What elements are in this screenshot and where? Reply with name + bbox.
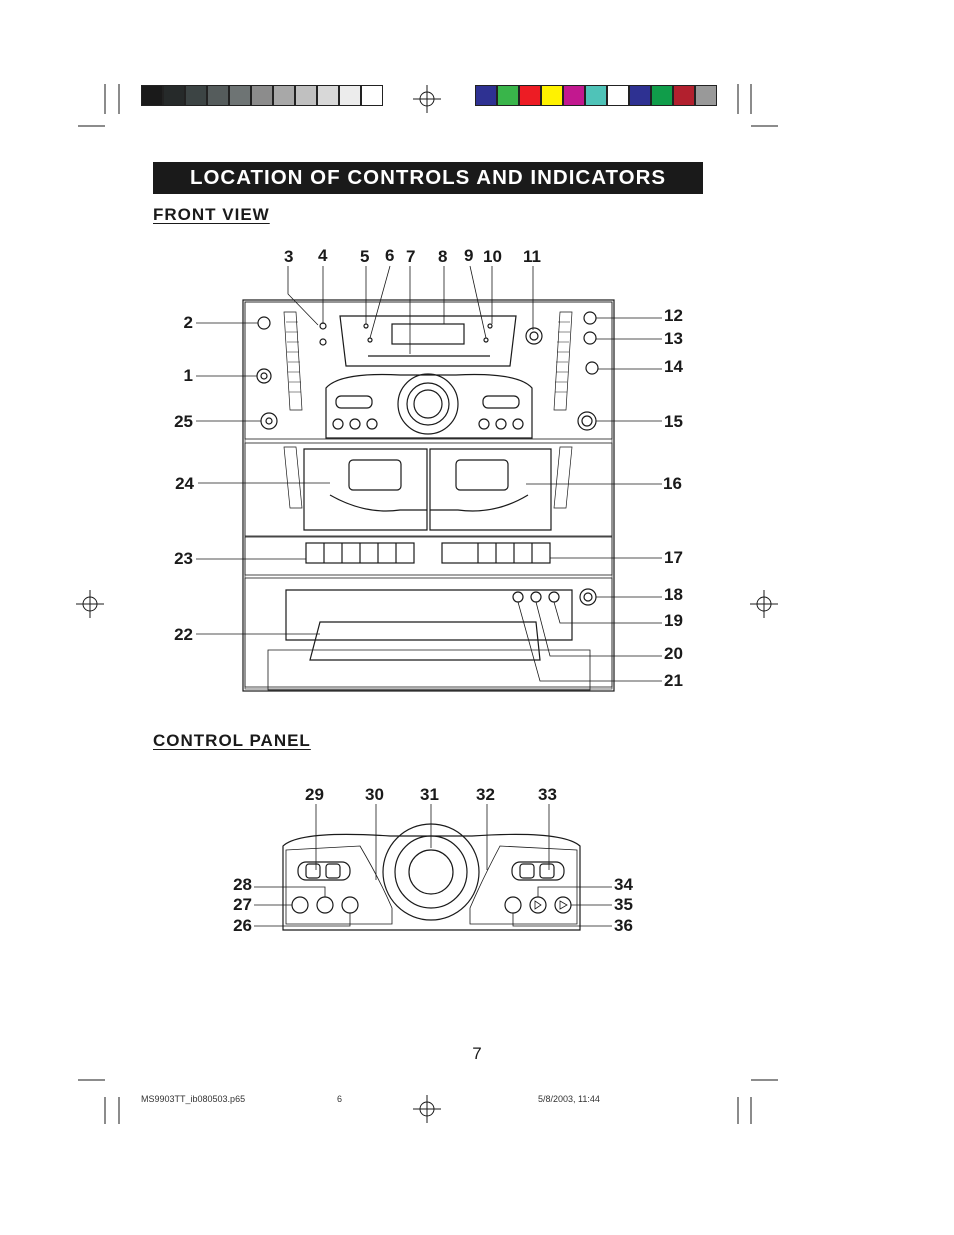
callout-25: 25 <box>174 412 193 431</box>
callout-19: 19 <box>664 611 683 630</box>
color-swatch <box>541 85 563 106</box>
callout-8: 8 <box>438 247 448 266</box>
callout-3: 3 <box>284 247 294 266</box>
color-swatch <box>163 85 185 106</box>
color-swatch <box>273 85 295 106</box>
color-swatch <box>361 85 383 106</box>
callout-27: 27 <box>233 895 252 914</box>
callout-13: 13 <box>664 329 683 348</box>
callout-21: 21 <box>664 671 683 690</box>
callout-18: 18 <box>664 585 683 604</box>
callout-23: 23 <box>174 549 193 568</box>
color-swatch <box>339 85 361 106</box>
color-swatch <box>229 85 251 106</box>
callout-22: 22 <box>174 625 193 644</box>
callout-24: 24 <box>175 474 194 493</box>
color-swatch <box>141 85 163 106</box>
control-panel-heading: CONTROL PANEL <box>153 731 311 750</box>
callout-6: 6 <box>385 246 395 265</box>
callout-14: 14 <box>664 357 683 376</box>
callout-35: 35 <box>614 895 633 914</box>
callout-9: 9 <box>464 246 474 265</box>
callout-12: 12 <box>664 306 683 325</box>
footer-page: 6 <box>337 1094 343 1104</box>
callout-30: 30 <box>365 785 384 804</box>
footer-date: 5/8/2003, 11:44 <box>538 1094 600 1104</box>
color-swatch <box>295 85 317 106</box>
control-panel-leader-lines <box>254 804 612 927</box>
color-swatch <box>251 85 273 106</box>
callout-4: 4 <box>318 246 328 265</box>
color-swatch <box>651 85 673 106</box>
color-swatch <box>317 85 339 106</box>
front-view-leader-lines <box>196 265 662 682</box>
callout-16: 16 <box>663 474 682 493</box>
callout-29: 29 <box>305 785 324 804</box>
control-panel-illustration <box>282 823 581 931</box>
color-swatch <box>673 85 695 106</box>
registration-target-icon <box>76 85 778 1123</box>
callout-20: 20 <box>664 644 683 663</box>
page-number: 7 <box>472 1044 482 1063</box>
callout-26: 26 <box>233 916 252 935</box>
front-view-heading: FRONT VIEW <box>153 205 270 224</box>
footer-filename: MS9903TT_ib080503.p65 <box>141 1094 246 1104</box>
callout-33: 33 <box>538 785 557 804</box>
callout-11: 11 <box>523 247 541 266</box>
page-title: LOCATION OF CONTROLS AND INDICATORS <box>189 166 667 189</box>
callout-28: 28 <box>233 875 252 894</box>
callout-31: 31 <box>420 785 439 804</box>
callout-34: 34 <box>614 875 633 894</box>
stereo-front-view-illustration <box>242 299 615 692</box>
color-swatch <box>185 85 207 106</box>
callout-2: 2 <box>183 313 193 332</box>
color-swatch <box>563 85 585 106</box>
callout-10: 10 <box>483 247 502 266</box>
color-swatch <box>695 85 717 106</box>
callout-17: 17 <box>664 548 683 567</box>
color-swatch <box>207 85 229 106</box>
color-swatch <box>497 85 519 106</box>
callout-1: 1 <box>183 366 193 385</box>
color-swatch <box>519 85 541 106</box>
color-swatch <box>607 85 629 106</box>
callout-32: 32 <box>476 785 495 804</box>
callout-36: 36 <box>614 916 633 935</box>
color-swatch <box>585 85 607 106</box>
color-swatch <box>475 85 497 106</box>
callout-7: 7 <box>406 247 416 266</box>
title-bar <box>153 162 703 194</box>
callout-5: 5 <box>360 247 370 266</box>
callout-15: 15 <box>664 412 683 431</box>
color-swatch <box>629 85 651 106</box>
